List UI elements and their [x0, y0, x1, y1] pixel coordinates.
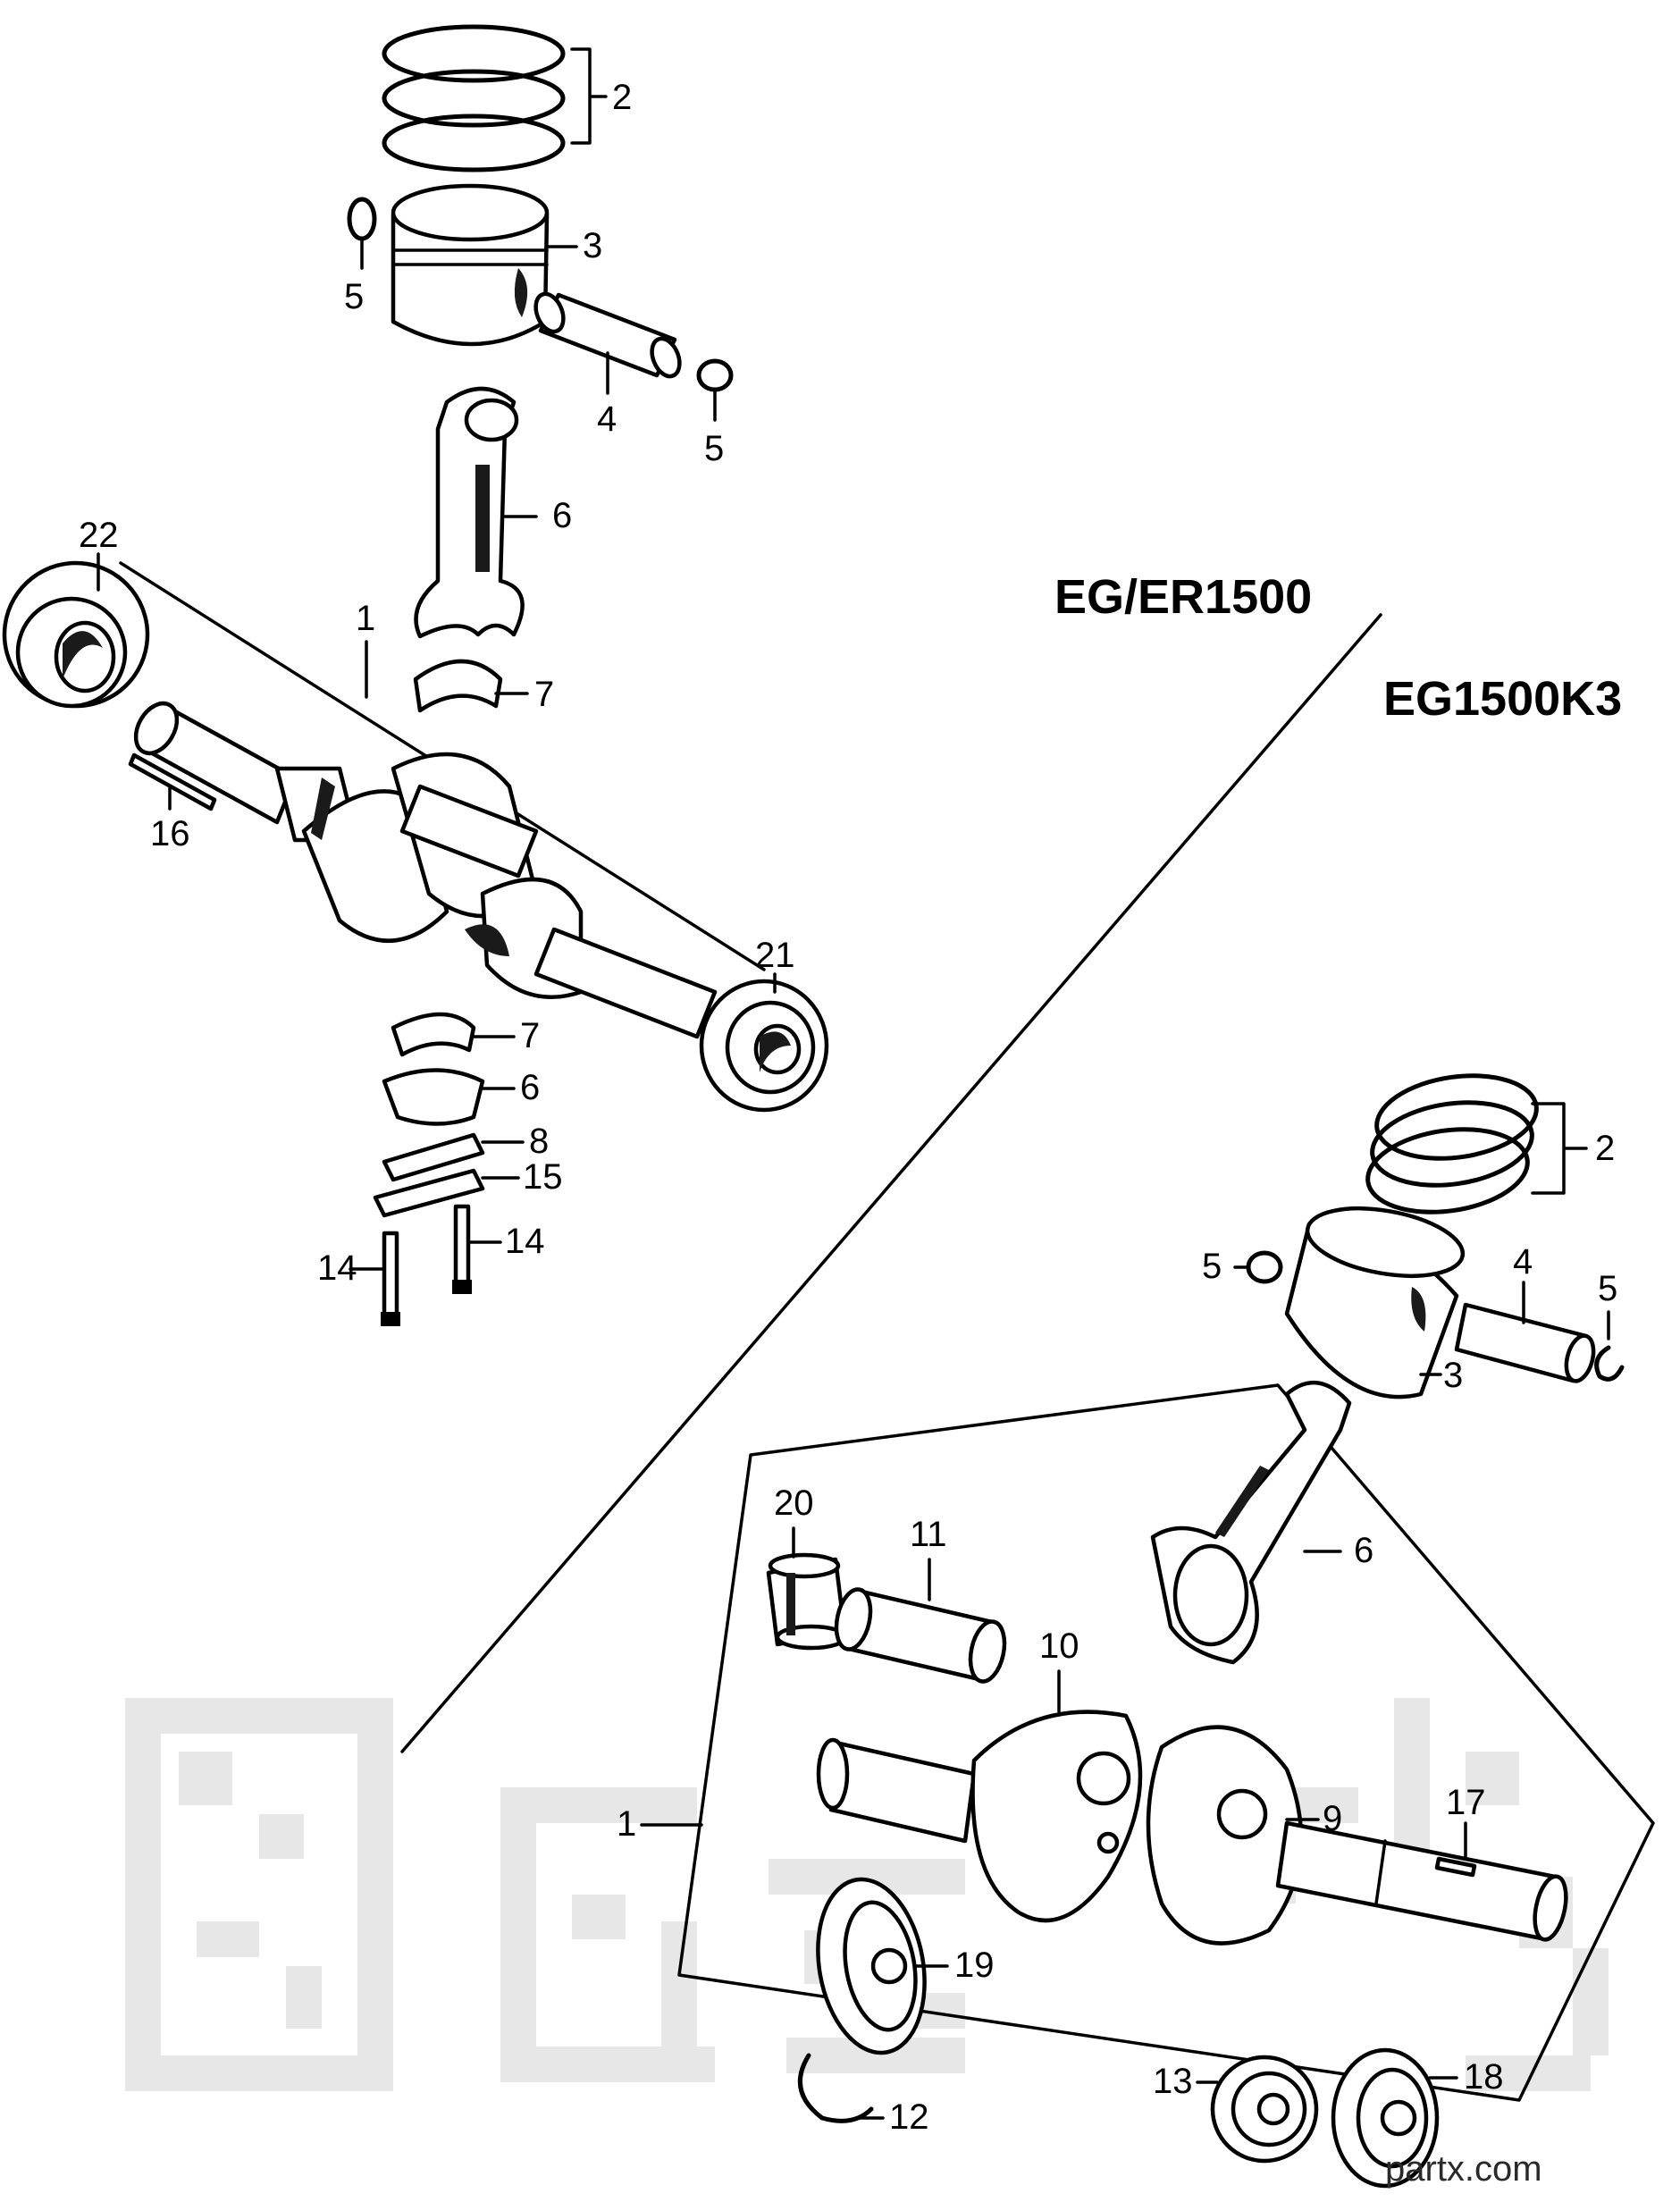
bearing-22 [2, 560, 150, 709]
crank-half-10 [816, 1710, 1143, 1923]
circlip-top-left [347, 197, 377, 241]
callout-22: 22 [79, 516, 119, 555]
lock-plate-8 [382, 1132, 485, 1182]
piston-top [391, 183, 550, 347]
piston-pin-top [533, 291, 682, 379]
bracket-2-bottom [1531, 1102, 1588, 1195]
model-label-eg-er1500: EG/ER1500 [1054, 570, 1312, 624]
callout-8: 8 [529, 1122, 549, 1161]
callout-7-top: 7 [534, 675, 554, 714]
watermark-text: partx.com [1385, 2149, 1542, 2189]
callout-2-top: 2 [612, 78, 632, 117]
needle-bearing-20 [766, 1552, 848, 1651]
callout-14-left: 14 [317, 1248, 357, 1288]
bearing-18 [1331, 2047, 1440, 2189]
callout-4-bottom: 4 [1513, 1242, 1533, 1282]
piston-bottom [1284, 1206, 1466, 1399]
gear-13 [1210, 2055, 1319, 2164]
callout-10: 10 [1039, 1626, 1079, 1666]
bearing-shell-top [413, 659, 503, 713]
crankshaft-top [133, 701, 718, 1039]
bolt-14-right [452, 1204, 472, 1294]
bracket-2-top [570, 47, 608, 145]
rod-cap [382, 1068, 485, 1126]
callout-3-bottom: 3 [1443, 1356, 1463, 1395]
callout-16: 16 [150, 814, 190, 853]
circlip-top-right [696, 358, 734, 392]
callout-3-top: 3 [583, 226, 602, 265]
bearing-shell-lower [391, 1012, 476, 1057]
connecting-rod-bottom [1150, 1380, 1352, 1665]
crank-pin-11 [834, 1587, 1007, 1684]
callout-9: 9 [1323, 1799, 1342, 1838]
callout-12: 12 [889, 2097, 929, 2137]
circlip-bottom-right [1594, 1345, 1625, 1382]
callout-11: 11 [910, 1515, 947, 1554]
callout-4-top: 4 [597, 399, 617, 439]
callout-18: 18 [1464, 2057, 1504, 2097]
callout-5-bottom-right: 5 [1598, 1269, 1617, 1308]
watermark-logo [125, 1698, 1609, 2091]
bearing-21 [699, 979, 829, 1113]
callout-6-top: 6 [552, 496, 572, 535]
callout-17: 17 [1446, 1783, 1486, 1822]
model-label-eg1500k3: EG1500K3 [1383, 672, 1622, 726]
callout-6-bottom: 6 [1354, 1531, 1373, 1570]
assembly-outline [677, 1383, 1655, 2102]
key-16 [128, 752, 217, 811]
crank-half-9 [1146, 1725, 1568, 1946]
circlip-bottom-left [1246, 1250, 1283, 1284]
callout-5-bottom-left: 5 [1202, 1247, 1222, 1286]
callout-1-bottom: 1 [617, 1804, 636, 1844]
callout-5-top-left: 5 [344, 277, 364, 316]
callout-7-lower: 7 [520, 1016, 540, 1055]
callout-15: 15 [523, 1157, 563, 1197]
callout-20: 20 [774, 1483, 814, 1523]
bearing-19 [816, 1877, 927, 2055]
callout-21: 21 [755, 936, 795, 975]
piston-rings-bottom [1365, 1073, 1539, 1214]
key-17 [1434, 1856, 1477, 1878]
lock-plate-15 [373, 1168, 485, 1218]
callout-13: 13 [1153, 2062, 1193, 2101]
piston-pin-bottom [1454, 1302, 1596, 1383]
callout-6-lower: 6 [520, 1068, 540, 1107]
bolt-14-left [381, 1231, 400, 1326]
callout-2-bottom: 2 [1595, 1129, 1615, 1168]
piston-rings-top [382, 24, 566, 172]
connecting-rod-top [414, 386, 525, 639]
callout-19: 19 [954, 1946, 995, 1985]
divider-line [400, 613, 1382, 1753]
callout-14-right: 14 [505, 1222, 545, 1261]
callout-5-top-right: 5 [704, 429, 724, 468]
callout-1-top: 1 [356, 599, 375, 638]
